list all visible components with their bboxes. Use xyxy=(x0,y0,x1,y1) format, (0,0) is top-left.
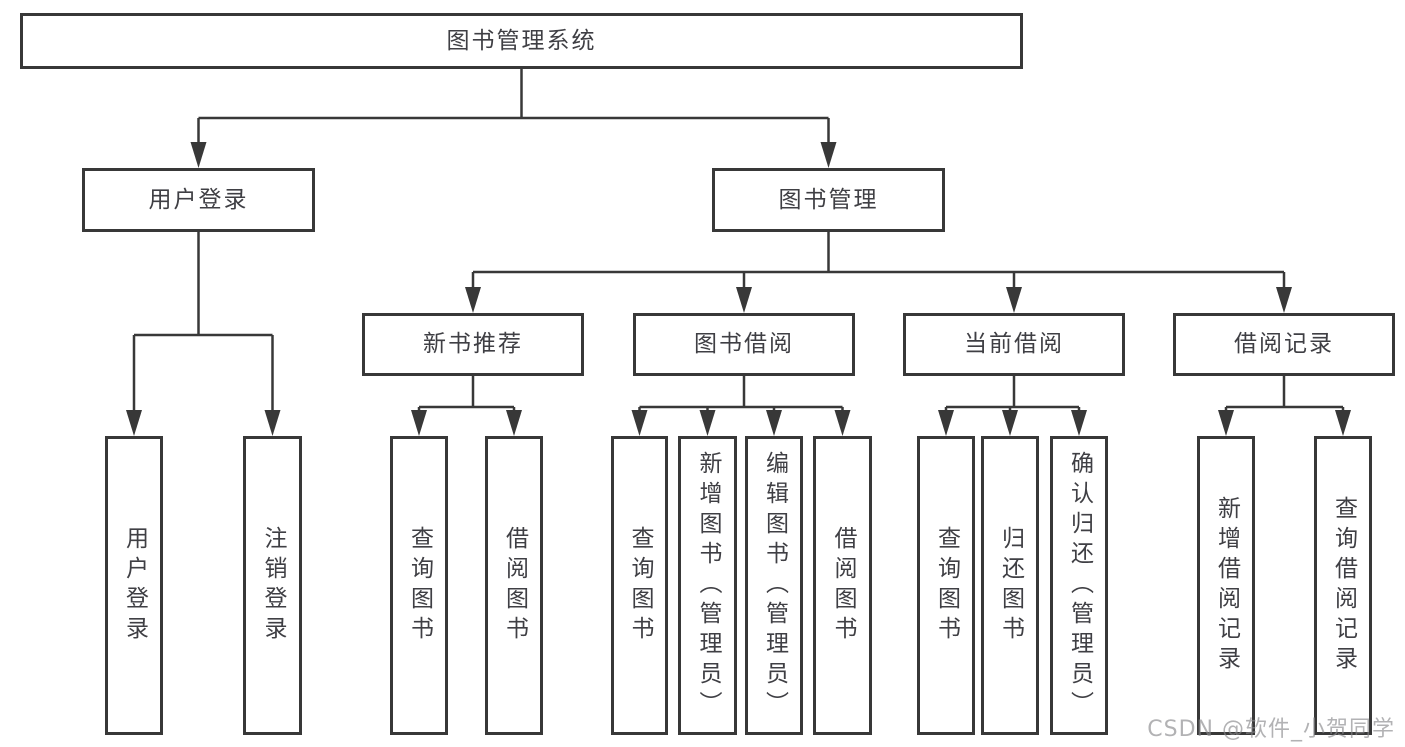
arrow-down-icon xyxy=(938,410,954,436)
arrow-down-icon xyxy=(411,410,427,436)
node-book-management: 图书管理 xyxy=(712,168,945,232)
node-current-borrow-label: 当前借阅 xyxy=(964,331,1064,357)
leaf-current-confirm-return-admin-label: 确认归还（管理员） xyxy=(1066,450,1093,721)
arrow-down-icon xyxy=(699,410,716,436)
node-current-borrow: 当前借阅 xyxy=(903,313,1125,376)
node-user-login-label: 用户登录 xyxy=(148,186,249,213)
leaf-user-login-label: 用户登录 xyxy=(121,525,148,646)
leaf-logout: 注销登录 xyxy=(243,436,302,735)
leaf-borrow-query-books-label: 查询图书 xyxy=(627,525,653,646)
arrow-down-icon xyxy=(1006,287,1022,313)
arrow-down-icon xyxy=(264,410,281,436)
watermark: CSDN @软件_小贺同学 xyxy=(1147,717,1395,742)
leaf-borrow-add-books-admin: 新增图书（管理员） xyxy=(678,436,737,735)
leaf-records-add-record: 新增借阅记录 xyxy=(1197,436,1255,735)
arrowhead-icons xyxy=(126,142,1351,436)
node-root-label: 图书管理系统 xyxy=(446,27,597,54)
arrow-down-icon xyxy=(1218,410,1234,436)
connector-stems xyxy=(132,69,1345,412)
leaf-newbook-borrow-books: 借阅图书 xyxy=(485,436,543,735)
arrow-down-icon xyxy=(1276,287,1292,313)
node-new-book-recommend-label: 新书推荐 xyxy=(423,331,523,357)
arrow-down-icon xyxy=(1335,410,1351,436)
arrow-down-icon xyxy=(820,142,837,168)
leaf-borrow-edit-books-admin-label: 编辑图书（管理员） xyxy=(761,450,788,721)
leaf-newbook-borrow-books-label: 借阅图书 xyxy=(501,525,528,646)
node-book-borrow-label: 图书借阅 xyxy=(694,331,794,357)
leaf-current-return-books: 归还图书 xyxy=(981,436,1039,735)
leaf-current-query-books: 查询图书 xyxy=(917,436,975,735)
leaf-current-confirm-return-admin: 确认归还（管理员） xyxy=(1050,436,1108,735)
arrow-down-icon xyxy=(1071,410,1087,436)
arrow-down-icon xyxy=(631,410,648,436)
node-root: 图书管理系统 xyxy=(20,13,1023,69)
arrow-down-icon xyxy=(190,142,207,168)
leaf-borrow-edit-books-admin: 编辑图书（管理员） xyxy=(745,436,803,735)
leaf-newbook-query-books: 查询图书 xyxy=(390,436,448,735)
leaf-borrow-borrow-books-label: 借阅图书 xyxy=(830,525,856,646)
arrow-down-icon xyxy=(506,410,522,436)
leaf-logout-label: 注销登录 xyxy=(260,525,286,646)
node-book-management-label: 图书管理 xyxy=(778,186,879,213)
node-book-borrow: 图书借阅 xyxy=(633,313,855,376)
arrow-down-icon xyxy=(1002,410,1018,436)
arrow-down-icon xyxy=(465,287,481,313)
leaf-current-return-books-label: 归还图书 xyxy=(997,525,1024,646)
leaf-current-query-books-label: 查询图书 xyxy=(933,525,960,646)
leaf-user-login: 用户登录 xyxy=(105,436,163,735)
arrow-down-icon xyxy=(126,410,142,436)
leaf-borrow-add-books-admin-label: 新增图书（管理员） xyxy=(695,450,721,721)
leaf-records-query-record: 查询借阅记录 xyxy=(1314,436,1372,735)
node-borrow-records-label: 借阅记录 xyxy=(1234,331,1334,357)
leaf-borrow-borrow-books: 借阅图书 xyxy=(813,436,872,735)
leaf-records-add-record-label: 新增借阅记录 xyxy=(1213,495,1240,676)
arrow-down-icon xyxy=(766,410,782,436)
node-user-login: 用户登录 xyxy=(82,168,315,232)
node-borrow-records: 借阅记录 xyxy=(1173,313,1395,376)
leaf-records-query-record-label: 查询借阅记录 xyxy=(1330,495,1357,676)
node-new-book-recommend: 新书推荐 xyxy=(362,313,584,376)
leaf-borrow-query-books: 查询图书 xyxy=(611,436,668,735)
arrow-down-icon xyxy=(736,287,752,313)
arrow-down-icon xyxy=(834,410,851,436)
leaf-newbook-query-books-label: 查询图书 xyxy=(406,525,433,646)
